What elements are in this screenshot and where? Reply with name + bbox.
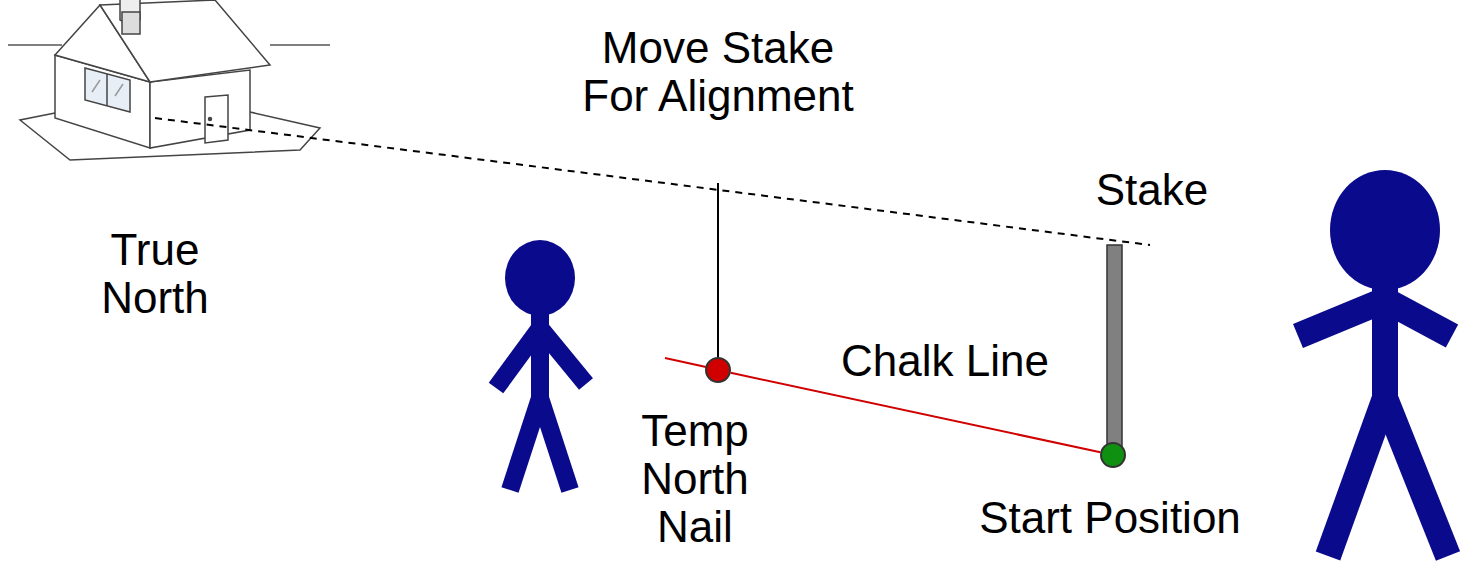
- start-dot: Start Position: [1100, 442, 1126, 468]
- instruction-label: Move Stake For Alignment: [568, 24, 868, 120]
- node-label: Temp North Nail: [641, 407, 749, 551]
- house-icon: [20, 0, 320, 160]
- edge-label: Chalk Line: [841, 337, 1049, 385]
- leader-line: [717, 183, 719, 357]
- sight-line: [155, 118, 1150, 245]
- horizon-line: [270, 44, 330, 46]
- person-small: [496, 240, 586, 490]
- direction-label: True North: [101, 226, 209, 322]
- nail-dot: Temp North Nail: [705, 357, 731, 383]
- person-large: [1298, 170, 1452, 556]
- stake: [1107, 245, 1122, 457]
- part-label: Stake: [1096, 166, 1209, 214]
- chalk-line-extension: [665, 358, 706, 367]
- node-label: Start Position: [979, 494, 1241, 542]
- horizon-line: [8, 44, 62, 46]
